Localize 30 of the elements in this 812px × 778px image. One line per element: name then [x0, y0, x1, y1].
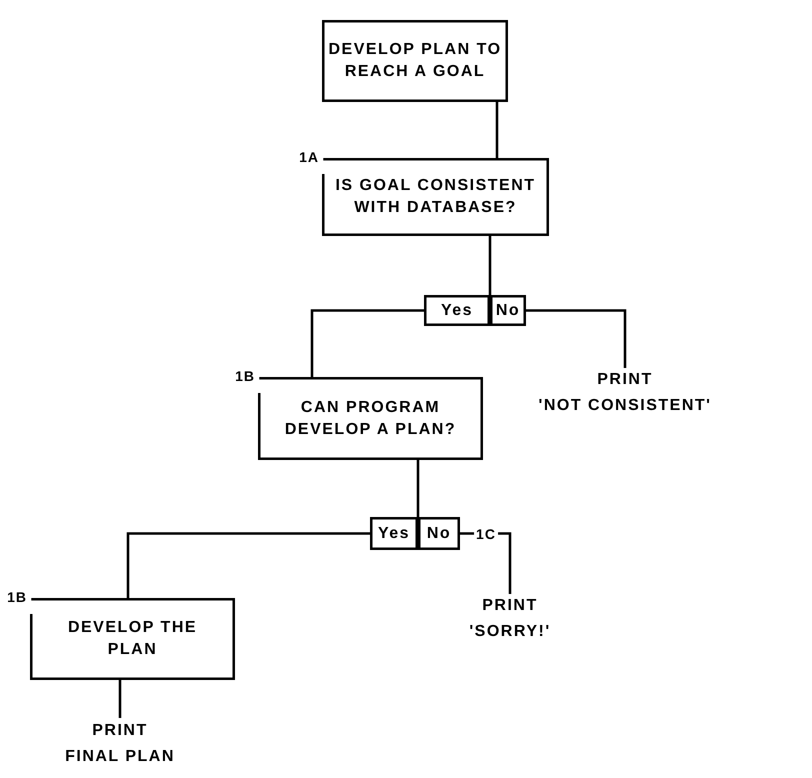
connector-line: [118, 680, 122, 718]
connector-line: [416, 460, 420, 517]
process-box: [490, 295, 526, 326]
print-statement: PRINT 'SORRY!': [469, 596, 551, 642]
connector-line: [310, 309, 424, 377]
box-text: DEVELOP THE PLAN: [68, 618, 198, 660]
print-statement: PRINT FINAL PLAN: [65, 721, 175, 767]
connector-line: [496, 102, 498, 158]
process-box: [418, 517, 460, 550]
box-text: IS GOAL CONSISTENT WITH DATABASE?: [334, 176, 537, 218]
connector-line: [488, 236, 492, 295]
step-label: 1A: [299, 149, 319, 165]
box-text: DEVELOP PLAN TO REACH A GOAL: [327, 40, 503, 82]
box-text: CAN PROGRAM DEVELOP A PLAN?: [284, 398, 458, 440]
process-box: [424, 295, 490, 326]
box-text: Yes: [378, 524, 410, 544]
process-box: [258, 377, 483, 460]
box-text: No: [496, 300, 520, 321]
print-statement: PRINT 'NOT CONSISTENT': [538, 370, 712, 416]
process-box: [30, 598, 235, 680]
box-text: Yes: [440, 300, 474, 321]
connector-line: [460, 532, 512, 594]
connector-line: [526, 309, 626, 368]
process-box: [322, 158, 549, 236]
step-label: 1B: [235, 368, 255, 384]
step-label: 1B: [7, 589, 27, 605]
process-box: [322, 20, 508, 102]
box-text: No: [426, 524, 452, 544]
connector-line: [126, 532, 370, 598]
process-box: [370, 517, 418, 550]
